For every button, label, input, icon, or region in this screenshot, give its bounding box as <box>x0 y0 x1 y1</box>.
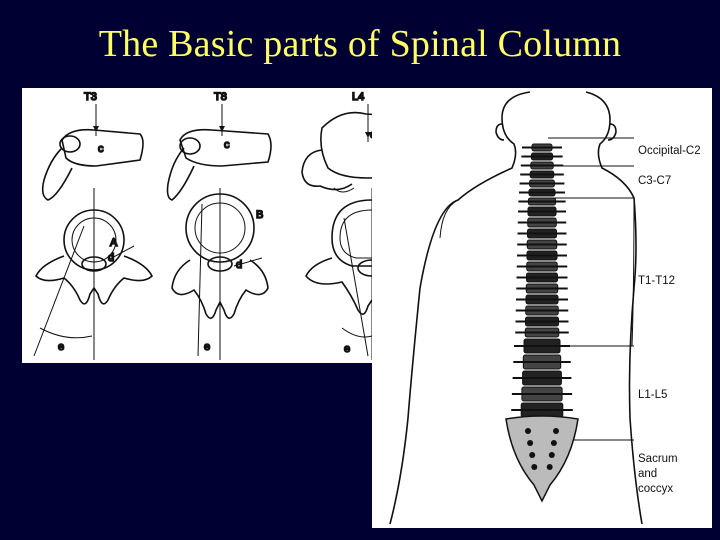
sacral-foramen <box>546 464 553 470</box>
vertebra-level-label-l4: L4 <box>352 91 364 103</box>
spine-diagram: Occipital-C2 C3-C7 T1-T12 L1-L5 Sacrum a… <box>389 91 701 525</box>
point-label-e: e <box>204 341 210 353</box>
region-label-l1-l5: L1-L5 <box>638 389 667 401</box>
vertebral-body-lateral-t8 <box>179 128 272 167</box>
sacral-foramen <box>529 452 536 458</box>
sacral-foramen <box>531 464 538 470</box>
region-label-sacrum-line-2: and <box>638 468 657 480</box>
region-label-c3-c7: C3-C7 <box>638 175 671 187</box>
region-label-t1-t12: T1-T12 <box>638 275 675 287</box>
vertebral-body-lateral-t3 <box>61 128 144 167</box>
point-label-c: c <box>98 143 104 155</box>
sacral-foramen <box>527 440 534 446</box>
sacral-foramen <box>550 440 557 446</box>
sacral-foramen <box>553 428 559 434</box>
point-label-e: e <box>58 341 64 353</box>
vertebra-level-label-t3: T3 <box>84 91 97 103</box>
sacral-foramen <box>525 428 531 434</box>
region-label-occipital-c2: Occipital-C2 <box>638 145 701 157</box>
point-label-c: c <box>224 139 230 151</box>
vertebrae-diagram: T3 c A d e T8 c B <box>33 90 439 360</box>
body-outline <box>389 91 531 525</box>
slide-title: The Basic parts of Spinal Column <box>98 23 622 65</box>
spine-diagram-panel: Occipital-C2 C3-C7 T1-T12 L1-L5 Sacrum a… <box>372 88 712 528</box>
sacrum <box>505 415 579 503</box>
point-label-d: d <box>108 252 114 264</box>
spinal-column <box>505 143 579 503</box>
view-label-b: B <box>256 209 263 221</box>
view-label-a: A <box>110 237 118 249</box>
point-label-d: d <box>236 259 242 271</box>
region-label-sacrum-line-3: coccyx <box>638 483 673 495</box>
vertebra-level-label-t8: T8 <box>214 91 227 103</box>
point-label-e: e <box>344 343 350 355</box>
sacral-foramen <box>548 452 555 458</box>
region-label-sacrum-line-1: Sacrum <box>638 453 678 465</box>
